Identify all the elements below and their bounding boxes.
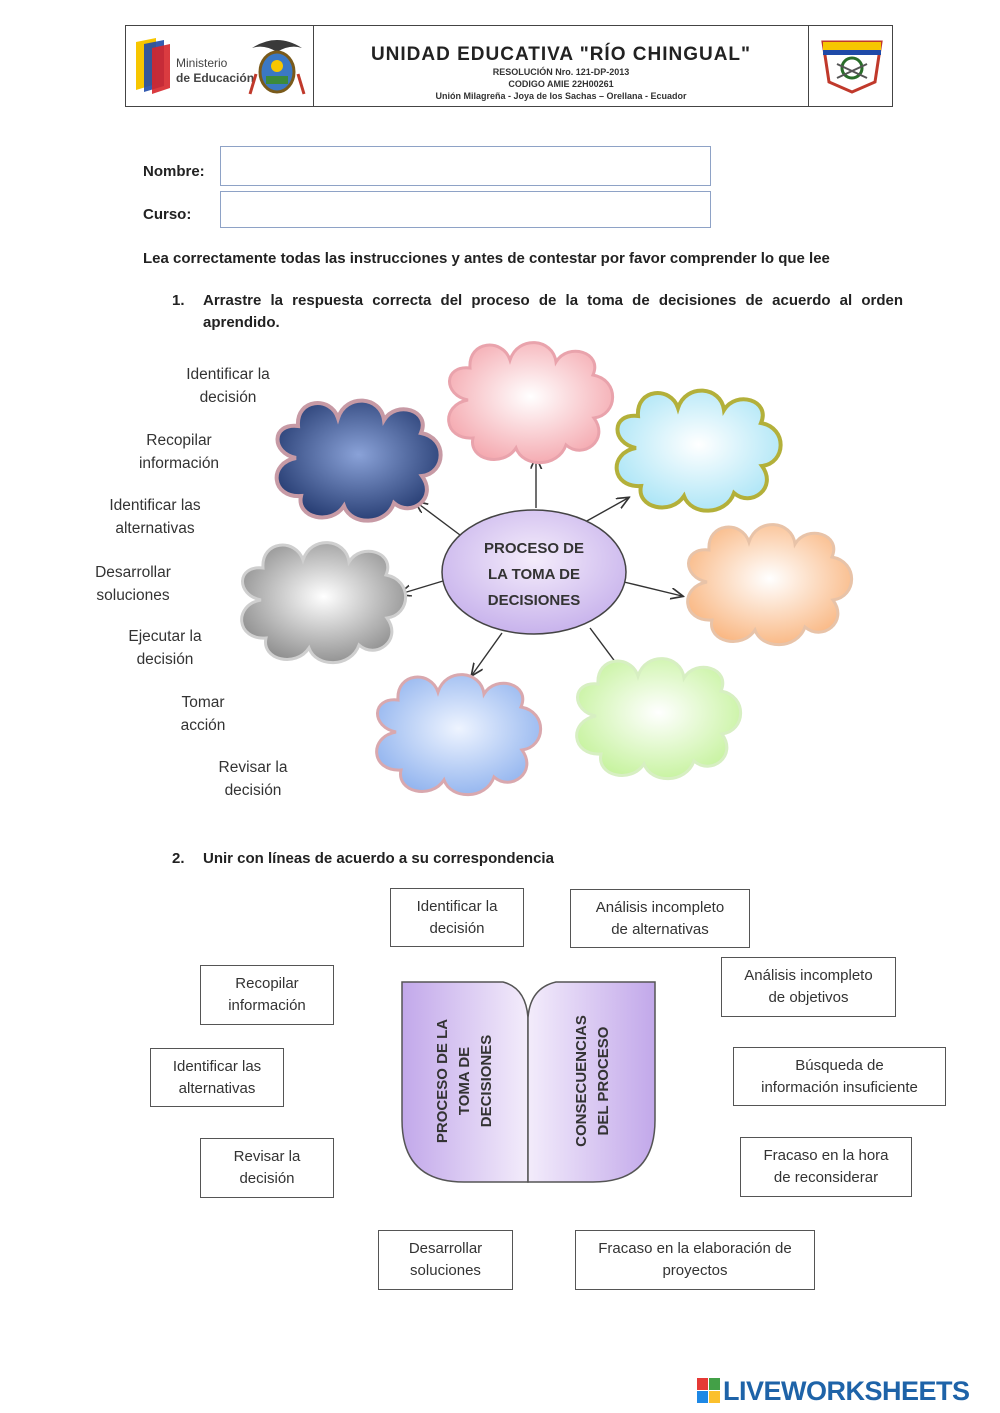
drag-word-1[interactable]: Identificar la decisión [186,366,270,406]
match-left-1-label: Identificar la decisión [416,897,498,937]
match-left-5-label: Desarrollar soluciones [408,1240,483,1279]
match-right-5[interactable]: Fracaso en la elaboración de proyectos [575,1230,815,1290]
course-label: Curso: [143,206,192,223]
school-logo-cell [809,26,894,106]
q2-text: Unir con líneas de acuerdo a su correspo… [203,850,554,867]
ministry-name: Ministerio de Educación [176,56,254,86]
book-diagram [401,981,656,1183]
match-right-1[interactable]: Análisis incompleto de alternativas [570,889,750,948]
process-center-ellipse [441,509,627,635]
drag-word-7[interactable]: Revisar la decisión [218,759,288,799]
match-left-3-label: Identificar las alternativas [172,1057,262,1097]
school-header: Ministerio de Educación UNIDAD EDUCATIVA… [125,25,893,107]
drag-word-5[interactable]: Ejecutar la decisión [128,628,202,668]
match-left-4[interactable]: Revisar la decisión [200,1138,334,1198]
name-label: Nombre: [143,163,205,180]
match-right-2[interactable]: Análisis incompleto de objetivos [721,957,896,1017]
q1-text: Arrastre la respuesta correcta del proce… [203,292,903,331]
school-name: UNIDAD EDUCATIVA "RÍO CHINGUAL" [370,44,752,65]
school-address: Unión Milagreña - Joya de los Sachas – O… [435,91,687,101]
ministry-line1: Ministerio [176,56,228,70]
match-right-4-label: Fracaso en la hora de reconsiderar [763,1147,889,1186]
ministry-line2: de Educación [176,71,255,85]
school-info-cell: UNIDAD EDUCATIVA "RÍO CHINGUAL" RESOLUCI… [314,26,809,106]
name-input[interactable] [220,146,711,186]
q1-number: 1. [172,292,185,309]
instructions-text: Lea correctamente todas las instruccione… [143,250,830,267]
match-right-5-label: Fracaso en la elaboración de proyectos [598,1240,792,1279]
match-right-4[interactable]: Fracaso en la hora de reconsiderar [740,1137,912,1197]
process-center-label: PROCESO DE LA TOMA DE DECISIONES [483,540,585,609]
cloud-drop-1[interactable] [447,341,615,465]
drag-word-2[interactable]: Recopilar información [138,432,220,472]
liveworksheets-icon [697,1378,720,1403]
ecuador-coat-of-arms-icon [248,40,306,95]
q2-number: 2. [172,850,185,867]
ministry-logo-cell: Ministerio de Educación [126,26,314,106]
cloud-drop-5[interactable] [375,673,543,797]
cloud-drop-7[interactable] [274,398,443,523]
match-left-1[interactable]: Identificar la decisión [390,888,524,947]
book-right-title: CONSECUENCIAS DEL PROCESO [573,1015,612,1147]
match-left-2-label: Recopilar información [228,975,306,1014]
drag-word-3[interactable]: Identificar las alternativas [109,497,201,537]
drag-word-4[interactable]: Desarrollar soluciones [95,564,171,604]
cloud-drop-3[interactable] [686,523,854,647]
match-left-2[interactable]: Recopilar información [200,965,334,1025]
liveworksheets-brand: LIVEWORKSHEETS [723,1376,970,1406]
decision-process-diagram [240,341,854,797]
cloud-drop-2[interactable] [614,388,783,513]
amie-code: CODIGO AMIE 22H00261 [508,79,614,89]
match-right-1-label: Análisis incompleto de alternativas [595,898,725,938]
school-emblem-icon [821,40,883,94]
ministry-flag-logo [136,38,170,94]
resolution-text: RESOLUCIÓN Nro. 121-DP-2013 [492,67,630,77]
course-input[interactable] [220,191,711,228]
match-right-3-label: Búsqueda de información insuficiente [761,1056,918,1096]
match-right-3[interactable]: Búsqueda de información insuficiente [733,1047,946,1106]
book-left-title: PROCESO DE LA TOMA DE DECISIONES [434,1018,495,1144]
drag-word-6[interactable]: Tomar acción [180,694,226,734]
match-right-2-label: Análisis incompleto de objetivos [744,967,873,1006]
book-left-page [401,981,529,1183]
match-left-5[interactable]: Desarrollar soluciones [378,1230,513,1290]
match-left-3[interactable]: Identificar las alternativas [150,1048,284,1107]
cloud-drop-4[interactable] [575,657,743,781]
match-left-4-label: Revisar la decisión [233,1148,301,1187]
book-right-page [527,981,656,1183]
cloud-drop-6[interactable] [240,541,408,665]
